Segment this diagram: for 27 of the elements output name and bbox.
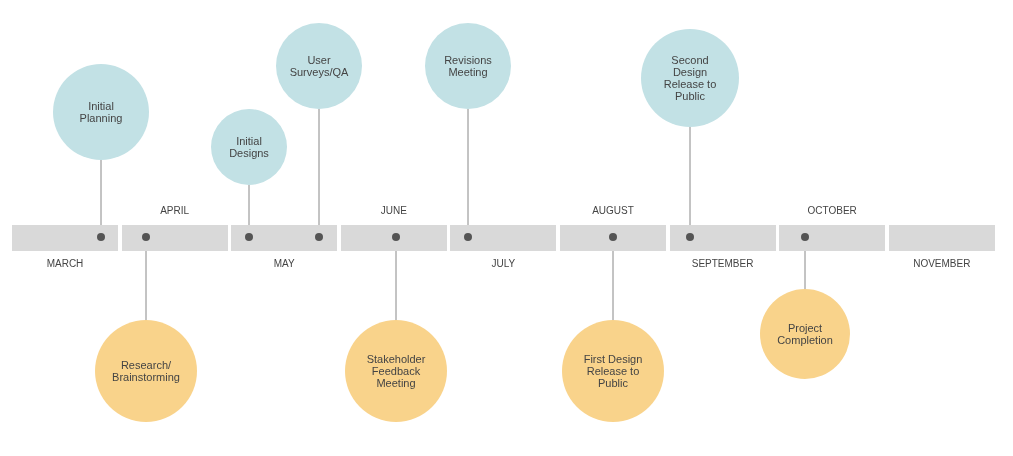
milestone-label: Revisions Meeting [443, 54, 493, 78]
month-label: NOVEMBER [912, 258, 972, 269]
milestone-label: Stakeholder Feedback Meeting [365, 353, 427, 389]
month-label: AUGUST [591, 205, 635, 216]
timeline-dot [315, 233, 323, 241]
timeline-dot [686, 233, 694, 241]
timeline-dot [609, 233, 617, 241]
milestone-label: Initial Designs [228, 135, 270, 159]
month-label: SEPTEMBER [690, 258, 755, 269]
milestone-label: First Design Release to Public [582, 353, 644, 389]
month-label: MARCH [45, 258, 85, 269]
milestone-label: Initial Planning [78, 100, 124, 124]
timeline-dot [464, 233, 472, 241]
month-label: OCTOBER [806, 205, 858, 216]
timeline-dot [801, 233, 809, 241]
month-label: JULY [490, 258, 517, 269]
milestone-label: Research/ Brainstorming [111, 359, 181, 383]
timeline-dot [142, 233, 150, 241]
milestone-label: Project Completion [776, 322, 834, 346]
month-label: MAY [272, 258, 296, 269]
timeline-dot [245, 233, 253, 241]
timeline-dot [392, 233, 400, 241]
timeline-dot [97, 233, 105, 241]
month-label: JUNE [379, 205, 408, 216]
milestone-label: Second Design Release to Public [662, 54, 718, 102]
month-label: APRIL [159, 205, 191, 216]
milestone-label: User Surveys/QA [288, 54, 350, 78]
